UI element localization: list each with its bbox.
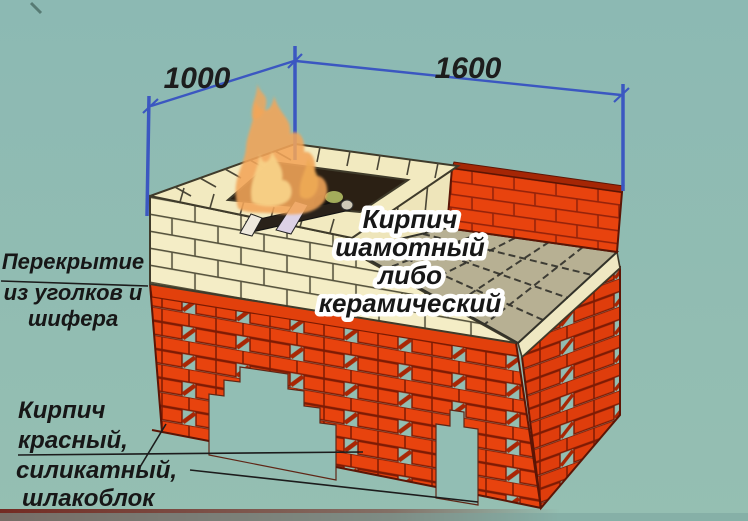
label-slab-line3: шифера (28, 306, 118, 331)
label-firebrick-line3: либо (376, 260, 442, 290)
flame-tongue-right (299, 158, 319, 199)
dimension-line-1000 (150, 59, 295, 108)
log-chip-white (239, 213, 263, 237)
label-firebrick-line4: керамический (319, 288, 502, 318)
leader-left-pillar (139, 423, 167, 468)
label-slab: Перекрытие из уголков и шифера (2, 249, 144, 331)
dimension-value-1000: 1000 (164, 62, 231, 95)
label-base-line3: силикатный, (16, 457, 177, 484)
rim-rear-joints (316, 146, 439, 179)
tile-joints-horizontal (375, 233, 593, 321)
rim-left-joints (174, 150, 292, 197)
label-base-line2: красный, (18, 427, 128, 454)
label-firebrick-halo3: либо (376, 260, 442, 290)
label-firebrick-halo4: керамический (319, 288, 502, 318)
video-artifact-bottom-strip (0, 513, 748, 521)
fire-flames (235, 84, 328, 215)
dimension-annotations: 1000 1600 (142, 46, 630, 217)
dimension-ticks (142, 53, 630, 114)
label-firebrick-line2: шамотный (335, 232, 485, 262)
label-base-line4: шлакоблок (22, 485, 156, 512)
base-outline (149, 283, 542, 509)
leader-right-pillar (189, 469, 479, 503)
leader-lines (0, 280, 479, 503)
label-firebrick-halo2: шамотный (335, 232, 485, 262)
label-firebrick-halo1: Кирпич (363, 204, 458, 234)
label-slab-line1: Перекрытие (2, 249, 144, 274)
flame-wisp (251, 84, 267, 120)
leader-slab (0, 280, 149, 287)
label-base-line1: Кирпич (18, 397, 105, 424)
log-glow (325, 191, 343, 203)
dimension-value-1600: 1600 (435, 52, 502, 85)
label-firebrick: Кирпич шамотный либо керамический Кирпич… (314, 200, 506, 323)
dimension-line-1600 (295, 59, 622, 97)
video-artifact-topleft (29, 1, 43, 15)
base-opening-right (435, 409, 479, 506)
flame-inner (251, 152, 292, 207)
label-firebrick-line1: Кирпич (363, 204, 458, 234)
dimension-post-left (145, 95, 151, 217)
label-slab-line2: из уголков и (4, 280, 143, 305)
log-cut-end (340, 199, 354, 211)
label-base-brick: Кирпич красный, силикатный, шлакоблок (16, 397, 177, 512)
leader-middle-pillar (17, 451, 364, 456)
